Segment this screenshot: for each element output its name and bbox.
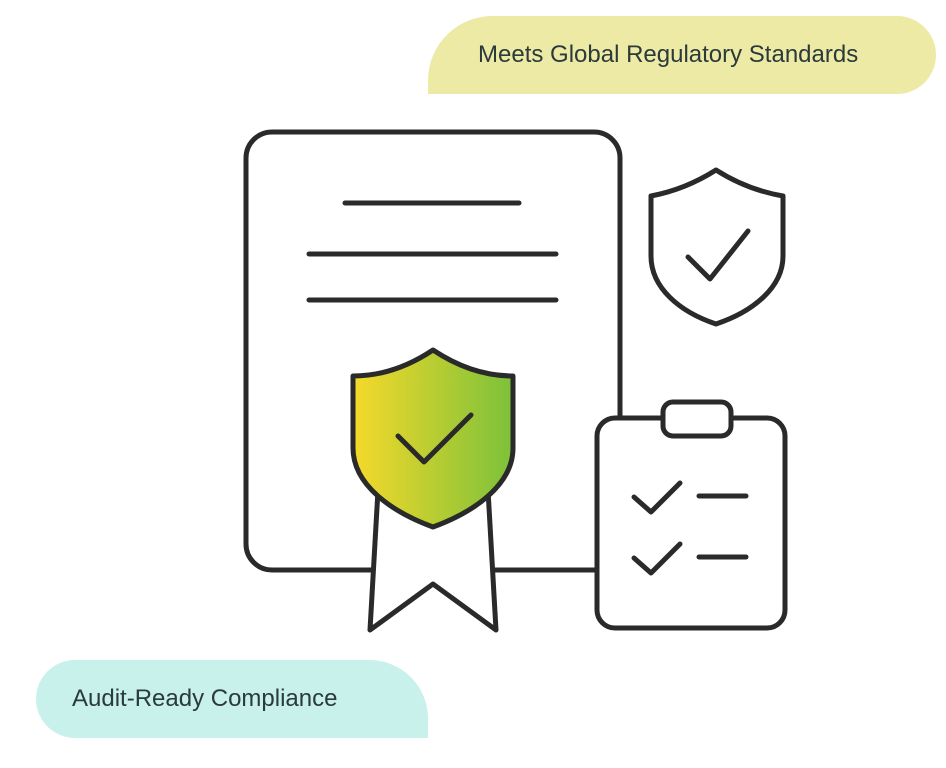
audit-ready-label: Audit-Ready Compliance	[72, 685, 338, 712]
regulatory-standards-label: Meets Global Regulatory Standards	[478, 41, 859, 68]
ribbon-icon	[367, 487, 499, 633]
shield-check-award-icon	[350, 347, 516, 530]
audit-ready-badge: Audit-Ready Compliance	[36, 660, 428, 738]
clipboard-checklist-icon	[594, 399, 788, 631]
regulatory-standards-badge: Meets Global Regulatory Standards	[428, 16, 936, 94]
shield-check-icon	[648, 167, 786, 327]
